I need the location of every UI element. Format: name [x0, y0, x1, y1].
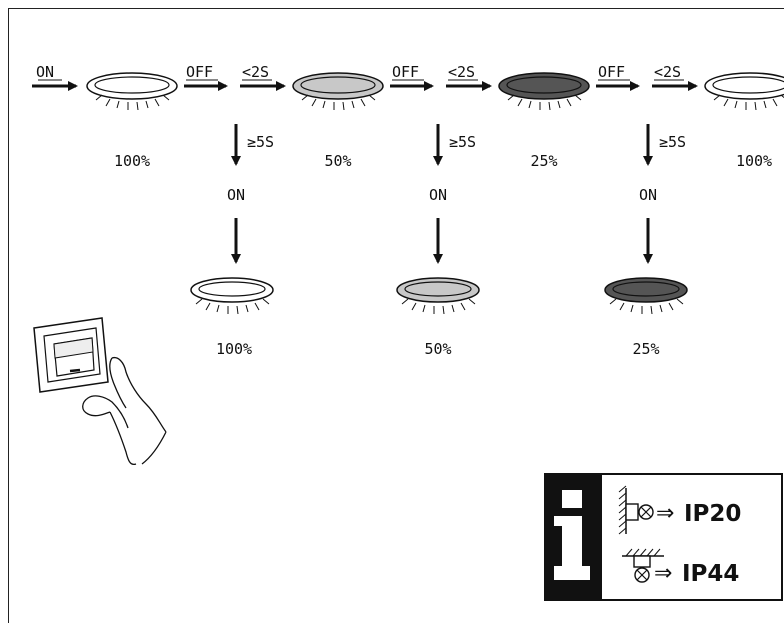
label-on-start: ON: [36, 63, 54, 81]
ip-rating-wall: IP20: [684, 501, 741, 527]
label-long-3: ≥5S: [659, 133, 686, 151]
label-short-1: <2S: [242, 63, 269, 81]
level-100-bottom: 100%: [216, 340, 252, 358]
label-on-3: ON: [639, 186, 657, 204]
label-off-3: OFF: [598, 63, 625, 81]
label-long-1: ≥5S: [247, 133, 274, 151]
wall-switch-hand-icon: [33, 317, 167, 466]
level-50-top: 50%: [324, 152, 351, 170]
wall-mount-icon: [618, 485, 654, 535]
label-off-2: OFF: [392, 63, 419, 81]
info-icon: [554, 490, 590, 580]
branch-3: ≥5S ON 25%: [604, 124, 688, 358]
level-100-top: 100%: [114, 152, 150, 170]
label-on-1: ON: [227, 186, 245, 204]
level-25-top: 25%: [530, 152, 557, 170]
level-100-top-repeat: 100%: [736, 152, 772, 170]
level-50-bottom: 50%: [424, 340, 451, 358]
lamp-50-bottom: [396, 277, 480, 315]
top-row: ON OFF <2S OFF <2S: [32, 63, 784, 170]
lamp-25-top: [498, 72, 590, 111]
lamp-100-top-repeat: [704, 72, 784, 111]
diagram-frame: [8, 8, 784, 623]
ceiling-mount-icon: [622, 548, 664, 583]
label-long-2: ≥5S: [449, 133, 476, 151]
lamp-100-bottom: [190, 277, 274, 315]
label-off-1: OFF: [186, 63, 213, 81]
implies-ceiling: ⇒: [654, 561, 672, 586]
lamp-50-top: [292, 72, 384, 111]
lamp-100-top: [86, 72, 178, 111]
implies-wall: ⇒: [656, 501, 674, 526]
level-25-bottom: 25%: [632, 340, 659, 358]
ip-rating-ceiling: IP44: [682, 561, 739, 587]
label-short-3: <2S: [654, 63, 681, 81]
lamp-25-bottom: [604, 277, 688, 315]
branch-1: ≥5S ON 100%: [190, 124, 274, 358]
info-box: ⇒ IP20 ⇒ IP44: [544, 473, 783, 601]
label-short-2: <2S: [448, 63, 475, 81]
branch-2: ≥5S ON 50%: [396, 124, 480, 358]
label-on-2: ON: [429, 186, 447, 204]
